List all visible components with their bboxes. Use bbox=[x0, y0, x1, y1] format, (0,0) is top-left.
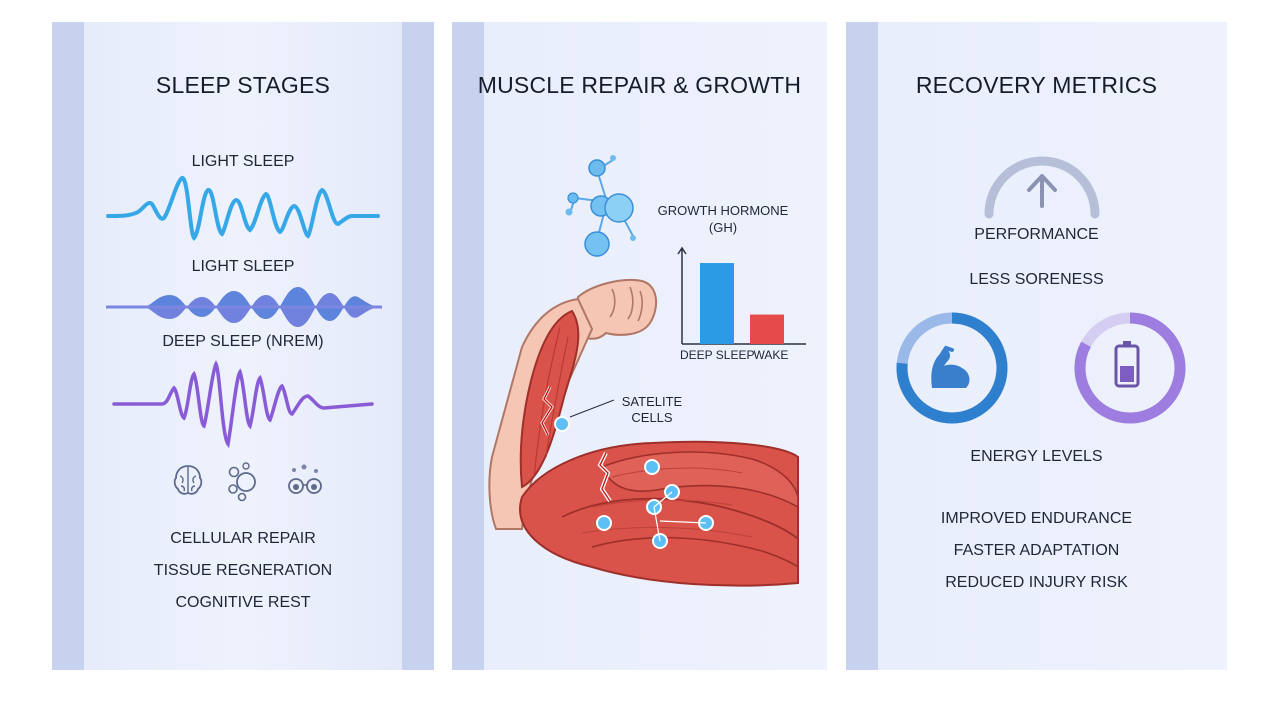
outcome-2: FASTER ADAPTATION bbox=[953, 542, 1120, 559]
strength-ring bbox=[896, 312, 1008, 424]
eyes-icon bbox=[288, 464, 322, 494]
outcome-3: REDUCED INJURY RISK bbox=[945, 574, 1128, 591]
molecule-icon bbox=[565, 155, 636, 257]
gh-chart-title-1: GROWTH HORMONE bbox=[657, 203, 789, 218]
deep-sleep-label: DEEP SLEEP (NREM) bbox=[162, 333, 324, 350]
performance-label: PERFORMANCE bbox=[974, 226, 1099, 243]
benefit-1: CELLULAR REPAIR bbox=[170, 530, 316, 547]
energy-levels-label: ENERGY LEVELS bbox=[970, 448, 1103, 465]
deep-sleep-wave bbox=[112, 360, 374, 449]
light-sleep-label-2: LIGHT SLEEP bbox=[191, 258, 295, 275]
muscle-repair-title: MUSCLE REPAIR & GROWTH bbox=[477, 72, 802, 98]
less-soreness-label: LESS SORENESS bbox=[969, 271, 1104, 288]
satellite-cells-label-2: CELLS bbox=[631, 410, 673, 425]
gh-bar-deep-sleep bbox=[700, 263, 734, 344]
muscle-repair-panel: MUSCLE REPAIR & GROWTH GROWTH HORMONE (G… bbox=[452, 22, 827, 670]
light-sleep-label-1: LIGHT SLEEP bbox=[191, 153, 295, 170]
arrow-up-icon bbox=[1027, 174, 1057, 208]
light-sleep-wave-2 bbox=[106, 287, 382, 327]
energy-ring bbox=[1074, 312, 1186, 424]
cells-icon bbox=[228, 462, 256, 502]
satellite-cells-label-1: SATELITE bbox=[621, 394, 683, 409]
battery-icon bbox=[1114, 341, 1140, 388]
bar-label-wake: WAKE bbox=[753, 348, 789, 362]
bar-label-deep-sleep: DEEP SLEEP bbox=[680, 348, 755, 362]
benefit-2: TISSUE REGNERATION bbox=[153, 562, 333, 579]
gh-bar-wake bbox=[750, 314, 784, 344]
outcome-1: IMPROVED ENDURANCE bbox=[940, 510, 1133, 527]
sleep-stages-panel: SLEEP STAGES LIGHT SLEEP LIGHT SLEEP DEE… bbox=[52, 22, 434, 670]
gh-chart-title-2: (GH) bbox=[708, 220, 738, 235]
sleep-stages-title: SLEEP STAGES bbox=[155, 72, 331, 98]
recovery-metrics-panel: RECOVERY METRICS PERFORMANCE LESS SORENE… bbox=[846, 22, 1227, 670]
benefit-3: COGNITIVE REST bbox=[175, 594, 311, 611]
flexed-arm-illustration bbox=[488, 279, 799, 587]
brain-icon bbox=[173, 465, 203, 495]
growth-hormone-chart bbox=[677, 246, 806, 345]
recovery-metrics-title: RECOVERY METRICS bbox=[915, 72, 1158, 98]
performance-gauge bbox=[984, 156, 1100, 219]
light-sleep-wave-1 bbox=[106, 175, 380, 241]
flexed-arm-icon bbox=[931, 345, 970, 388]
